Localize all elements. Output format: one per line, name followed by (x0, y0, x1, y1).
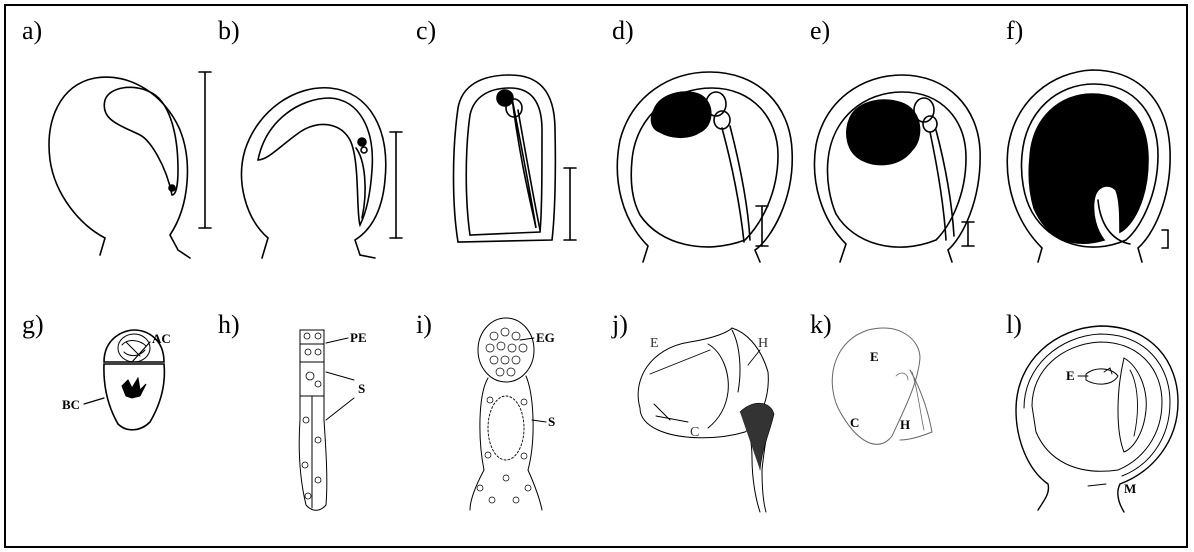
mature-seed-l (1016, 326, 1178, 512)
annotation-pe: PE (350, 331, 367, 344)
panel-label-b: b) (218, 18, 240, 44)
annotation-e-l: E (1066, 369, 1075, 382)
panel-label-e: e) (810, 18, 830, 44)
annotation-e-k: E (870, 350, 879, 363)
annotation-h-k: H (900, 418, 910, 431)
annotation-e-j: E (650, 337, 659, 351)
embryo-j (638, 328, 774, 512)
embryo-k (832, 328, 932, 444)
ovule-d (617, 72, 792, 262)
panel-label-i: i) (416, 312, 432, 338)
panel-label-h: h) (218, 312, 240, 338)
ovule-e (814, 75, 980, 262)
panel-label-k: k) (810, 312, 832, 338)
panel-label-d: d) (612, 18, 634, 44)
scale-bar-e (962, 222, 974, 246)
annotation-c-k: C (850, 416, 859, 429)
ovule-c (454, 75, 556, 242)
ovule-f (1007, 70, 1170, 262)
annotation-s-h: S (358, 382, 365, 395)
panel-label-l: l) (1006, 312, 1022, 338)
annotation-h-j: H (758, 337, 768, 351)
annotation-ac: AC (152, 332, 171, 345)
panel-label-c: c) (416, 18, 436, 44)
panel-label-g: g) (22, 312, 44, 338)
scale-bar-a (199, 72, 211, 228)
annotation-eg: EG (536, 331, 555, 344)
proembryo-h (299, 330, 354, 510)
scale-bar-f (1162, 230, 1168, 248)
scale-bar-c (564, 168, 576, 240)
annotation-bc: BC (62, 398, 80, 411)
ovule-a (49, 77, 190, 258)
panel-label-j: j) (612, 312, 628, 338)
panel-label-a: a) (22, 18, 42, 44)
annotation-m: M (1124, 482, 1136, 495)
panel-label-f: f) (1006, 18, 1023, 44)
ovule-b (242, 88, 386, 258)
annotation-s-i: S (548, 415, 555, 428)
embryo-globe-i (470, 318, 546, 510)
scale-bar-b (390, 132, 402, 238)
annotation-c-j: C (690, 426, 699, 440)
